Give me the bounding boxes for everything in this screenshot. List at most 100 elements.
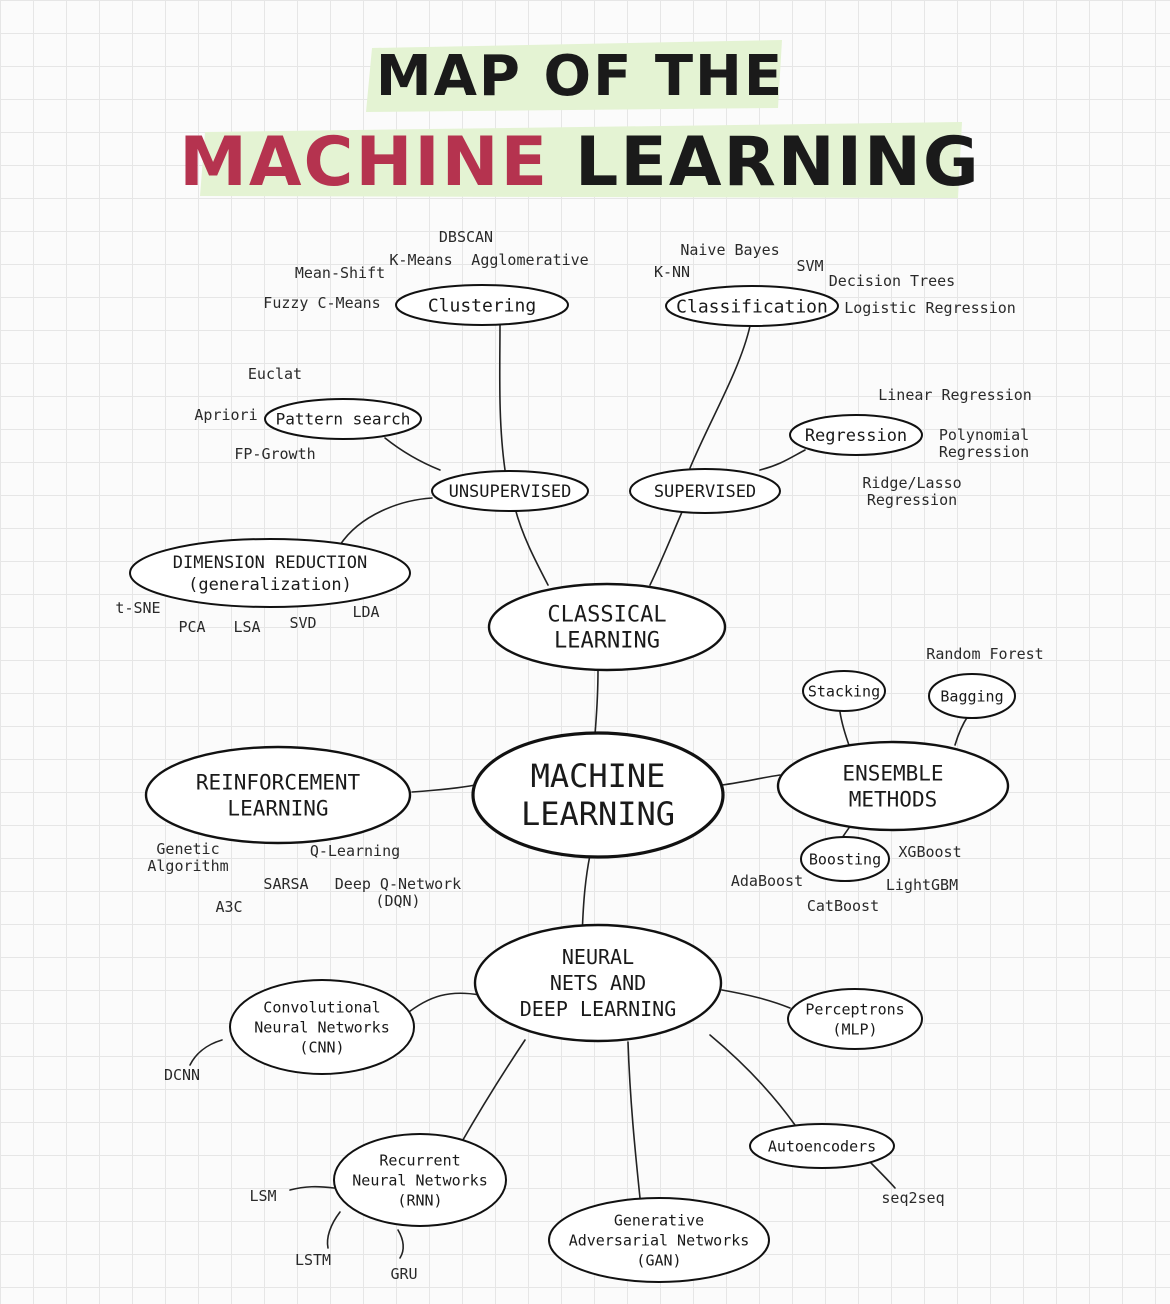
node-label: LEARNING bbox=[554, 629, 660, 654]
edge-ml-reinforcement bbox=[411, 784, 476, 793]
node-label: Autoencoders bbox=[768, 1137, 876, 1155]
leaf-lstm: LSTM bbox=[295, 1251, 331, 1269]
node-label: Neural Networks bbox=[254, 1018, 389, 1036]
node-outline bbox=[749, 1123, 895, 1169]
leaf-fuzzy: Fuzzy C-Means bbox=[263, 294, 380, 312]
node-label: Convolutional bbox=[263, 998, 380, 1016]
leaf-seq2seq: seq2seq bbox=[881, 1189, 944, 1207]
edge-neural-cnn bbox=[404, 992, 481, 1016]
node-label: REINFORCEMENT bbox=[196, 770, 361, 794]
node-label: (RNN) bbox=[397, 1191, 442, 1209]
node-clustering: Clustering bbox=[395, 284, 569, 326]
edge-rnn-lsm bbox=[289, 1185, 335, 1191]
leaf-lightgbm: LightGBM bbox=[886, 876, 958, 894]
leaf-lsm: LSM bbox=[249, 1187, 276, 1205]
leaf-sarsa: SARSA bbox=[263, 875, 308, 893]
node-outline bbox=[787, 988, 923, 1050]
node-outline bbox=[229, 979, 415, 1075]
node-outline bbox=[800, 836, 890, 882]
leaf-dbscan: DBSCAN bbox=[439, 228, 493, 246]
edge-rnn-gru bbox=[397, 1229, 404, 1259]
node-outline bbox=[129, 538, 411, 608]
node-outline bbox=[789, 414, 923, 456]
edge-ml-ensemble bbox=[721, 774, 781, 786]
leaf-logistic: Logistic Regression bbox=[844, 299, 1016, 317]
node-outline bbox=[928, 673, 1016, 719]
edge-unsupervised-pattern bbox=[384, 437, 441, 471]
node-classification: Classification bbox=[665, 285, 839, 327]
node-label: METHODS bbox=[849, 787, 938, 811]
node-label: (generalization) bbox=[188, 575, 352, 595]
node-label: MACHINE bbox=[531, 757, 666, 795]
leaf-linear: Linear Regression bbox=[878, 386, 1032, 404]
node-label: Boosting bbox=[809, 850, 881, 868]
node-outline bbox=[548, 1197, 770, 1283]
edge-unsupervised-dimred bbox=[339, 497, 433, 546]
leaf-knn: K-NN bbox=[654, 263, 690, 281]
edge-ml-classical bbox=[594, 669, 599, 736]
edge-cnn-dcnn bbox=[189, 1039, 223, 1066]
node-label: LEARNING bbox=[227, 796, 328, 820]
leaf-naive-bayes: Naive Bayes bbox=[680, 241, 779, 259]
node-outline bbox=[431, 470, 589, 512]
node-label: (CNN) bbox=[299, 1038, 344, 1056]
node-outline bbox=[487, 582, 727, 672]
edge-unsupervised-clustering bbox=[498, 322, 506, 471]
node-label: Bagging bbox=[940, 687, 1003, 705]
node-outline bbox=[802, 670, 886, 712]
leaf-pca: PCA bbox=[178, 618, 205, 636]
node-bagging: Bagging bbox=[928, 673, 1016, 719]
edge-ensemble-stacking bbox=[839, 711, 851, 749]
node-regression: Regression bbox=[789, 414, 923, 456]
node-unsupervised: UNSUPERVISED bbox=[431, 470, 589, 512]
node-label: Generative bbox=[614, 1211, 704, 1229]
leaf-a3c: A3C bbox=[215, 898, 242, 916]
leaf-dcnn: DCNN bbox=[164, 1066, 200, 1084]
edge-classical-supervised bbox=[649, 511, 683, 586]
node-label: NEURAL bbox=[562, 945, 634, 969]
edge-neural-perceptrons bbox=[721, 989, 791, 1009]
leaf-agglomerative: Agglomerative bbox=[471, 251, 588, 269]
leaf-dqn: Deep Q-Network(DQN) bbox=[335, 875, 461, 910]
node-label: Regression bbox=[805, 426, 907, 446]
leaf-lda: LDA bbox=[352, 603, 379, 621]
node-autoencoders: Autoencoders bbox=[749, 1123, 895, 1169]
edge-supervised-regression bbox=[759, 449, 806, 471]
edge-supervised-classification bbox=[689, 325, 751, 469]
node-supervised: SUPERVISED bbox=[629, 468, 781, 514]
leaf-svm: SVM bbox=[796, 257, 823, 275]
leaf-tsne: t-SNE bbox=[115, 599, 160, 617]
node-outline bbox=[333, 1133, 507, 1227]
node-label: (GAN) bbox=[636, 1251, 681, 1269]
leaf-decision-trees: Decision Trees bbox=[829, 272, 955, 290]
node-label: Pattern search bbox=[276, 410, 411, 429]
node-label: UNSUPERVISED bbox=[449, 482, 572, 502]
node-label: ENSEMBLE bbox=[842, 761, 943, 785]
node-outline bbox=[473, 923, 723, 1043]
title-line-1: MAP OF THE bbox=[376, 44, 784, 109]
node-boosting: Boosting bbox=[800, 836, 890, 882]
node-perceptrons: Perceptrons(MLP) bbox=[787, 988, 923, 1050]
node-outline bbox=[665, 285, 839, 327]
node-label: Stacking bbox=[808, 682, 880, 700]
node-label: DEEP LEARNING bbox=[520, 997, 677, 1021]
leaf-lsa: LSA bbox=[233, 618, 260, 636]
edge-classical-unsupervised bbox=[514, 507, 549, 586]
title-rest-word: LEARNING bbox=[575, 123, 981, 202]
title-highlight-1 bbox=[366, 40, 782, 112]
leaf-adaboost: AdaBoost bbox=[731, 872, 803, 890]
node-label: NETS AND bbox=[550, 971, 646, 995]
leaf-fpgrowth: FP-Growth bbox=[234, 445, 315, 463]
leaf-xgboost: XGBoost bbox=[898, 843, 961, 861]
node-label: Recurrent bbox=[379, 1151, 460, 1169]
node-outline bbox=[144, 745, 412, 845]
